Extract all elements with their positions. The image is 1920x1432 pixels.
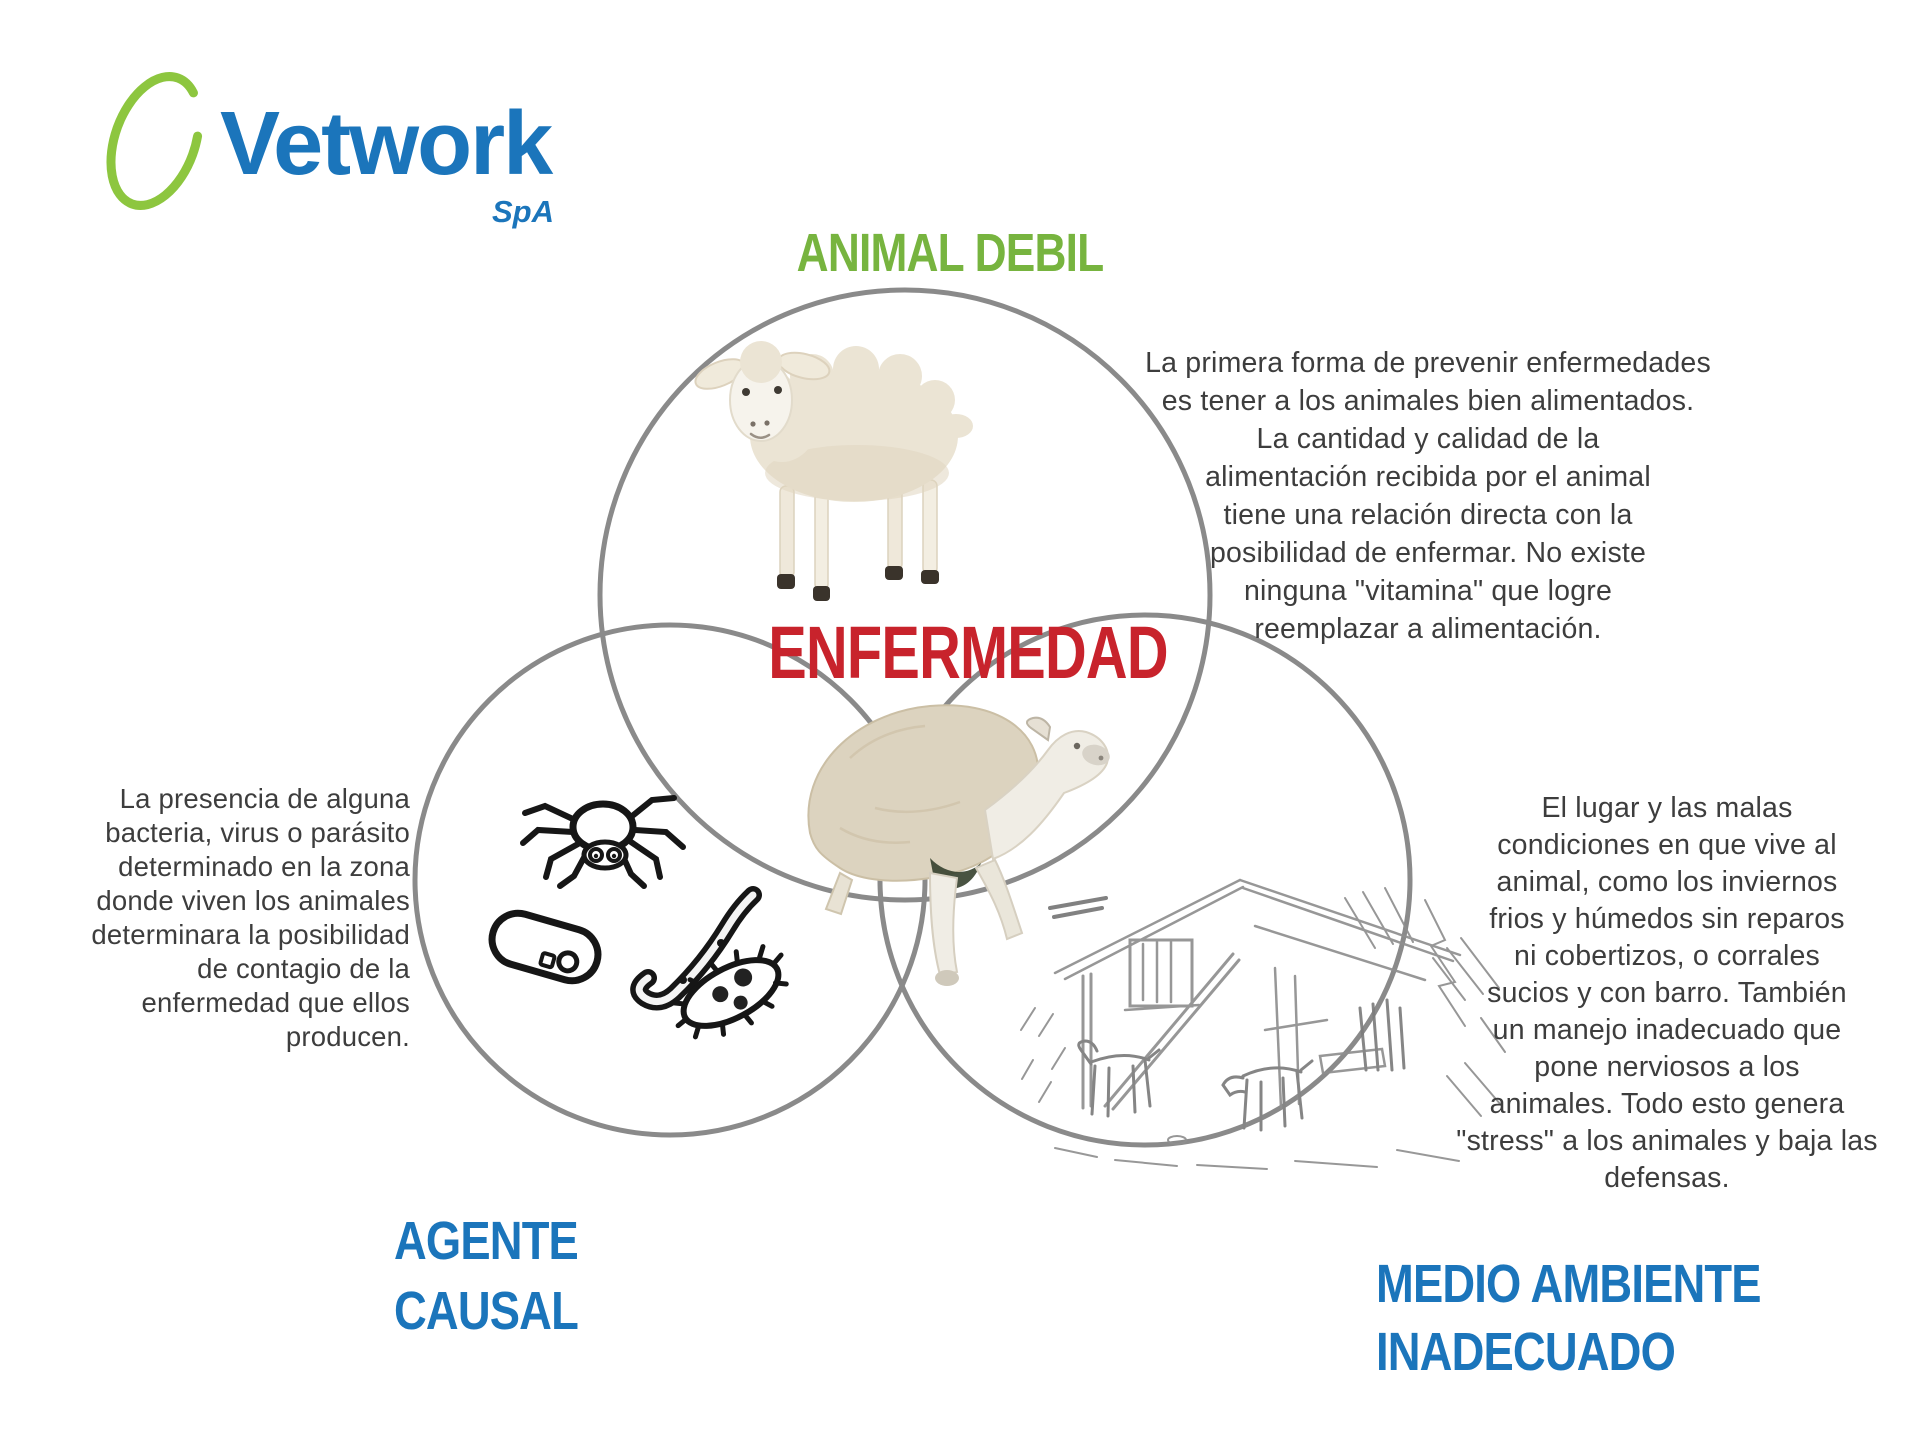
goat-sketch xyxy=(1077,1039,1161,1118)
goat-sketch xyxy=(1221,1059,1314,1132)
spider-parasite xyxy=(520,795,686,889)
brand-suffix: SpA xyxy=(492,194,554,229)
title-line: MEDIO AMBIENTE xyxy=(1376,1254,1762,1314)
lamb-head xyxy=(694,341,831,462)
circle-animal-debil xyxy=(597,287,1213,903)
title-line: CAUSAL xyxy=(394,1281,579,1341)
bacillus-parasite xyxy=(488,909,602,985)
section-title-medio-ambiente: MEDIO AMBIENTE INADECUADO xyxy=(1376,1250,1762,1386)
sick-sheep-photo xyxy=(807,704,1110,986)
spiky-bacterium-parasite xyxy=(671,944,789,1040)
brand-name: Vetwork xyxy=(220,94,553,194)
lamb-photo xyxy=(694,341,973,601)
section-title-agente-causal: AGENTE CAUSAL xyxy=(394,1206,579,1346)
title-line: INADECUADO xyxy=(1376,1322,1676,1382)
description-agente-causal: La presencia de alguna bacteria, virus o… xyxy=(91,783,410,1052)
description-animal-debil: La primera forma de prevenir enfermedade… xyxy=(1145,347,1711,645)
vetwork-logo-swoosh-icon xyxy=(106,72,204,210)
parasites-drawing xyxy=(488,795,789,1040)
section-title-animal-debil: ANIMAL DEBIL xyxy=(796,223,1104,283)
description-medio-ambiente: El lugar y las malas condiciones en que … xyxy=(1456,792,1878,1194)
worm-parasite xyxy=(630,886,762,1011)
center-label-enfermedad: ENFERMEDAD xyxy=(768,611,1168,694)
title-line: AGENTE xyxy=(394,1211,579,1271)
barn-corral-sketch xyxy=(1020,878,1506,1170)
circle-agente-causal xyxy=(412,622,928,1138)
